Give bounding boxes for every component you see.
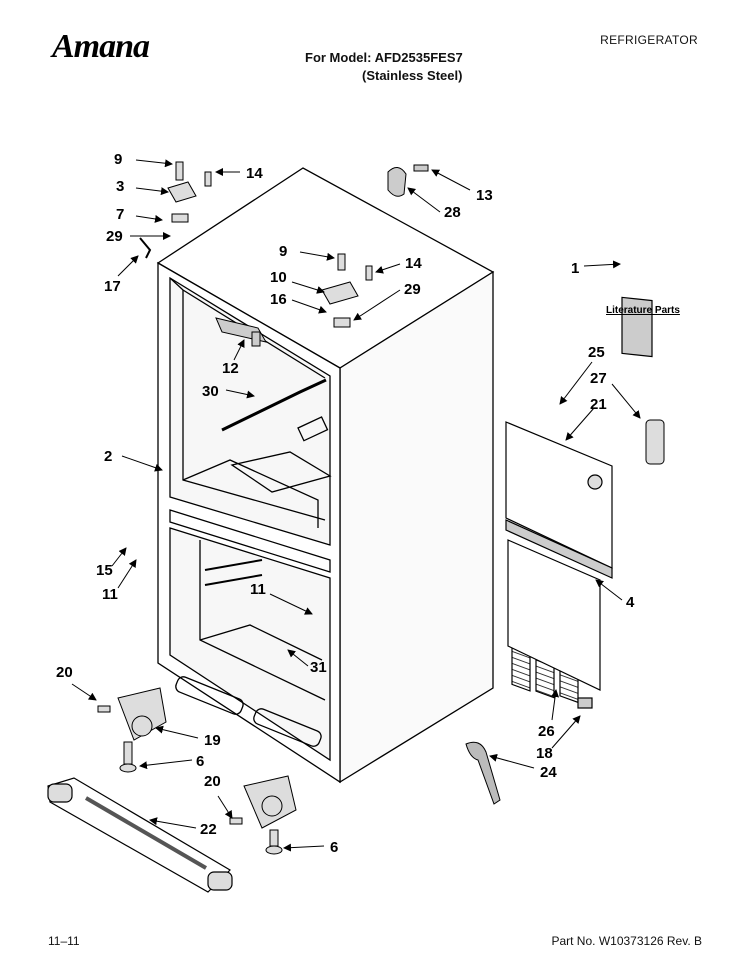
leader-c20b xyxy=(217,795,233,819)
door-trim xyxy=(645,419,665,465)
literature-parts xyxy=(621,296,653,358)
leader-lines xyxy=(71,159,641,852)
leader-c28 xyxy=(407,187,441,213)
top-hinge-right xyxy=(321,253,373,328)
callout-c28: 28 xyxy=(444,204,461,221)
callout-c15: 15 xyxy=(96,562,113,579)
leader-c6b xyxy=(283,843,325,852)
callout-c27: 27 xyxy=(590,370,607,387)
callout-c6b: 6 xyxy=(330,839,338,856)
callout-c30: 30 xyxy=(202,383,219,400)
leader-c2 xyxy=(121,455,163,472)
callout-c25: 25 xyxy=(588,344,605,361)
roller-left xyxy=(97,687,167,773)
callout-c20a: 20 xyxy=(56,664,73,681)
leader-c15 xyxy=(111,547,127,567)
base-grille xyxy=(47,777,233,893)
leader-c11b xyxy=(269,593,313,615)
leader-c3 xyxy=(135,187,169,196)
callout-c10: 10 xyxy=(270,269,287,286)
callout-c4: 4 xyxy=(626,594,635,611)
callout-c11b: 11 xyxy=(250,581,266,598)
freezer-panel xyxy=(507,539,601,709)
leader-c18 xyxy=(551,715,581,749)
leader-c21 xyxy=(565,407,595,441)
callout-c13: 13 xyxy=(476,187,493,204)
leader-c20a xyxy=(71,683,97,701)
leader-c19 xyxy=(155,725,199,739)
leader-c9a xyxy=(135,159,173,168)
leader-c16 xyxy=(291,299,327,314)
leader-c24 xyxy=(489,753,535,769)
top-hinge-left xyxy=(139,161,212,259)
callout-c9b: 9 xyxy=(279,243,287,260)
amana-logo: Amana xyxy=(52,28,150,65)
water-tube xyxy=(465,741,501,805)
leader-c31 xyxy=(287,649,309,667)
callout-c20b: 20 xyxy=(204,773,221,790)
literature-parts-label: Literature Parts xyxy=(606,305,680,316)
callout-c9a: 9 xyxy=(114,151,122,168)
leader-c25 xyxy=(559,361,593,405)
callout-c29a: 29 xyxy=(106,228,123,245)
callout-c17: 17 xyxy=(104,278,121,295)
leader-c12 xyxy=(233,339,245,361)
callout-c18: 18 xyxy=(536,745,553,762)
leader-c29b xyxy=(353,289,401,321)
leader-c6a xyxy=(139,759,193,770)
callout-c12: 12 xyxy=(222,360,239,377)
callout-c21: 21 xyxy=(590,396,607,413)
callout-c16: 16 xyxy=(270,291,287,308)
light-housing xyxy=(215,317,267,347)
leader-c13 xyxy=(431,169,471,191)
leader-c1 xyxy=(583,260,621,269)
cabinet xyxy=(156,167,495,784)
hinge-cover xyxy=(387,164,429,197)
callout-c14b: 14 xyxy=(405,255,422,272)
category-label: REFRIGERATOR xyxy=(600,33,698,47)
model-line: For Model: AFD2535FES7 xyxy=(305,50,463,65)
leader-c11a xyxy=(117,559,137,589)
leader-c9b xyxy=(299,251,335,261)
leader-c4 xyxy=(595,579,623,601)
finish-line: (Stainless Steel) xyxy=(362,68,463,83)
leader-c26 xyxy=(551,689,560,721)
callout-c11a: 11 xyxy=(102,586,118,603)
footer-date: 11–11 xyxy=(48,934,80,948)
leader-c30 xyxy=(225,389,255,399)
callout-c29b: 29 xyxy=(404,281,421,298)
leader-c22 xyxy=(149,817,197,829)
leader-c10 xyxy=(291,281,325,294)
leader-c17 xyxy=(117,255,139,277)
callout-c26: 26 xyxy=(538,723,555,740)
callout-c22: 22 xyxy=(200,821,217,838)
callout-c1: 1 xyxy=(571,260,579,277)
callout-c2: 2 xyxy=(104,448,112,465)
callout-c14a: 14 xyxy=(246,165,263,182)
callout-c3: 3 xyxy=(116,178,124,195)
callout-c7: 7 xyxy=(116,206,124,223)
leader-c7 xyxy=(135,214,163,223)
callout-c24: 24 xyxy=(540,764,557,781)
callout-c6a: 6 xyxy=(196,753,204,770)
footer-part-number: Part No. W10373126 Rev. B xyxy=(551,934,702,948)
leader-c14b xyxy=(375,263,401,274)
callout-c19: 19 xyxy=(204,732,221,749)
leader-c27 xyxy=(611,383,641,419)
callout-c31: 31 xyxy=(310,659,327,676)
roller-right xyxy=(229,775,297,855)
